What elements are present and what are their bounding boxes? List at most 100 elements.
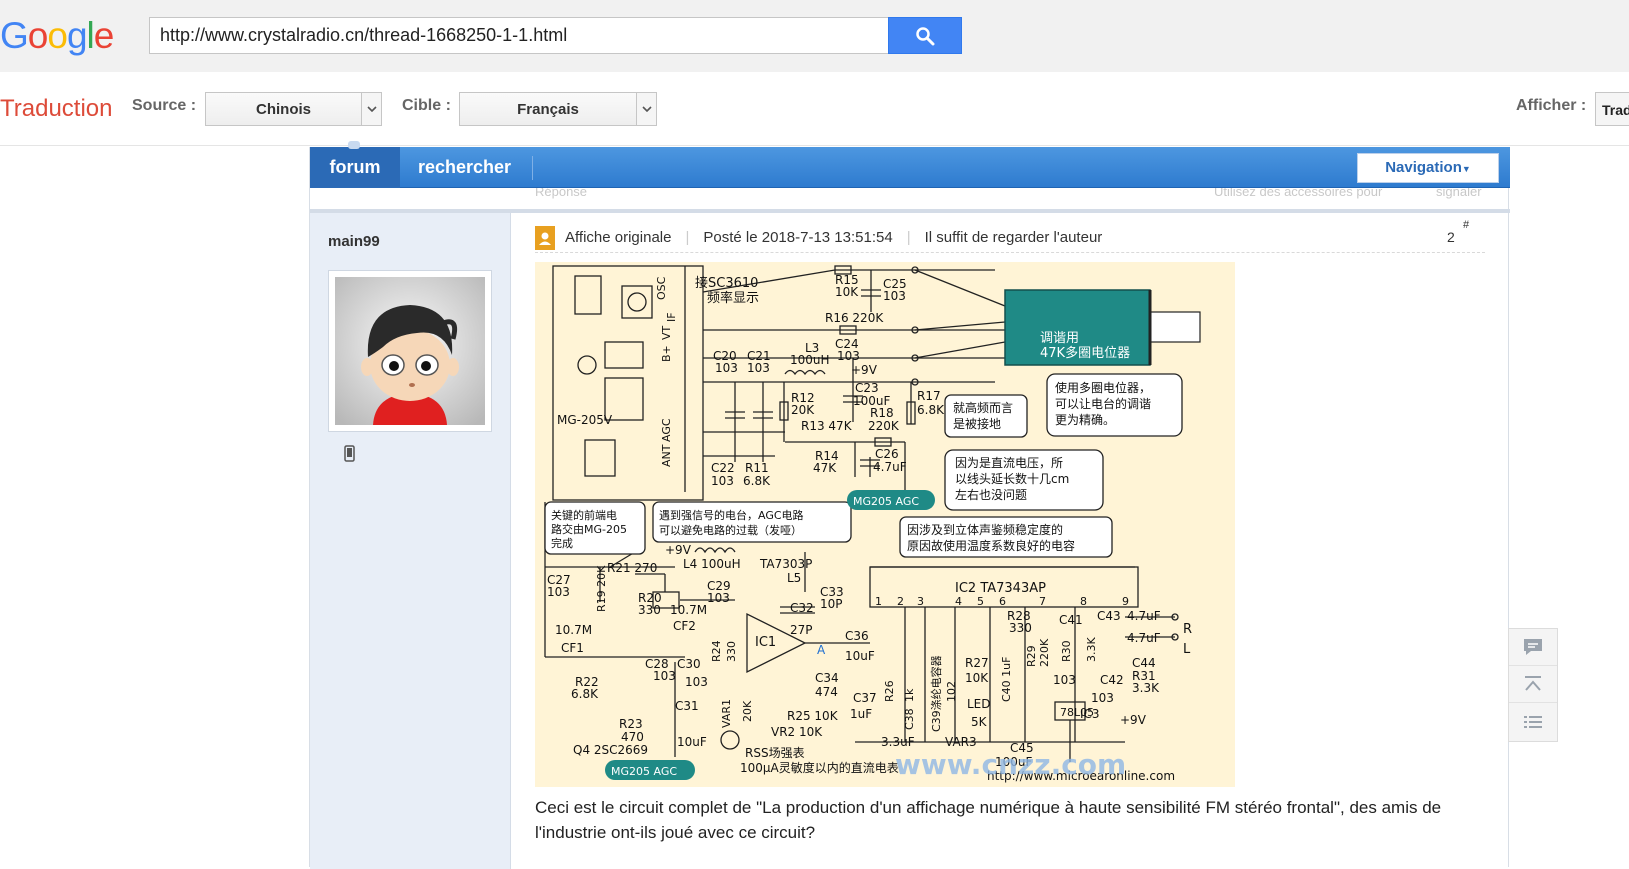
svg-text:R22: R22 bbox=[575, 675, 599, 689]
svg-text:103: 103 bbox=[1053, 673, 1076, 687]
svg-text:CF2: CF2 bbox=[673, 619, 696, 633]
logo-letter-g2: g bbox=[66, 15, 88, 56]
svg-text:103: 103 bbox=[883, 289, 906, 303]
svg-text:+9V: +9V bbox=[665, 543, 692, 557]
svg-text:R21 270: R21 270 bbox=[607, 561, 657, 575]
source-select[interactable]: Chinois bbox=[205, 92, 382, 126]
svg-text:C36: C36 bbox=[845, 629, 869, 643]
svg-text:R27: R27 bbox=[965, 656, 989, 670]
svg-text:C39涤纶电容器: C39涤纶电容器 bbox=[929, 655, 943, 732]
show-translation-button[interactable]: Traduction bbox=[1595, 92, 1629, 126]
svg-text:IF: IF bbox=[665, 312, 678, 322]
nav-search[interactable]: rechercher bbox=[418, 157, 512, 177]
ghost-report[interactable]: signaler bbox=[1436, 188, 1482, 199]
floor-number[interactable]: 2 # bbox=[1447, 219, 1469, 245]
show-label: Afficher : bbox=[1516, 97, 1587, 114]
google-logo[interactable]: Google bbox=[0, 14, 114, 58]
svg-text:10.7M: 10.7M bbox=[670, 603, 707, 617]
navigation-button[interactable]: Navigation▼ bbox=[1357, 153, 1499, 183]
target-value: Français bbox=[517, 100, 579, 118]
list-icon bbox=[1524, 715, 1542, 728]
target-label: Cible : bbox=[402, 97, 451, 114]
svg-text:完成: 完成 bbox=[551, 536, 573, 550]
svg-text:R11: R11 bbox=[745, 461, 769, 475]
list-button[interactable] bbox=[1509, 703, 1557, 740]
svg-text:C24: C24 bbox=[835, 337, 859, 351]
circuit-schematic-image[interactable]: 接SC3610 频率显示 MG-205V OSC IF VT B+ AGC AN… bbox=[535, 262, 1235, 787]
search-icon bbox=[916, 26, 935, 45]
svg-text:C20: C20 bbox=[713, 349, 737, 363]
svg-text:以线头延长数十几cm: 以线头延长数十几cm bbox=[955, 471, 1069, 486]
svg-text:C29: C29 bbox=[707, 579, 731, 593]
svg-text:10P: 10P bbox=[820, 597, 843, 611]
svg-text:AGC: AGC bbox=[660, 418, 673, 442]
svg-text:47K: 47K bbox=[813, 461, 837, 475]
svg-text:100uF: 100uF bbox=[995, 755, 1033, 769]
original-post-link[interactable]: Affiche originale bbox=[565, 229, 672, 246]
forum-page: forum rechercher Navigation▼ Réponse Uti… bbox=[309, 141, 1510, 869]
circuit-drawing: 接SC3610 频率显示 MG-205V OSC IF VT B+ AGC AN… bbox=[544, 265, 1201, 783]
svg-text:C43: C43 bbox=[1097, 609, 1121, 623]
svg-text:C30: C30 bbox=[677, 657, 701, 671]
nav-divider bbox=[532, 156, 533, 180]
svg-text:L: L bbox=[1183, 642, 1191, 657]
google-bar: Google http://www.crystalradio.cn/thread… bbox=[0, 0, 1629, 72]
svg-text:10.7M: 10.7M bbox=[555, 623, 592, 637]
comment-button[interactable] bbox=[1509, 629, 1557, 666]
search-button[interactable] bbox=[888, 17, 962, 54]
previous-post-footer: Réponse Utilisez des accessoires pour si… bbox=[310, 188, 1510, 209]
svg-text:3.3K: 3.3K bbox=[1132, 681, 1160, 695]
svg-text:C41: C41 bbox=[1059, 613, 1083, 627]
svg-text:C25: C25 bbox=[883, 277, 907, 291]
svg-text:1uF: 1uF bbox=[850, 707, 872, 721]
translate-title[interactable]: Traduction bbox=[0, 95, 113, 122]
source-value: Chinois bbox=[256, 100, 311, 118]
avatar[interactable] bbox=[328, 270, 492, 432]
svg-text:就高频而言: 就高频而言 bbox=[953, 400, 1013, 415]
svg-text:103: 103 bbox=[1091, 691, 1114, 705]
svg-text:可以避免电路的过载（发哑）: 可以避免电路的过载（发哑） bbox=[659, 523, 802, 537]
translate-bar: Traduction Source : Chinois Cible : Fran… bbox=[0, 72, 1629, 146]
svg-text:L4 100uH: L4 100uH bbox=[683, 557, 741, 571]
circuit-wires bbox=[544, 265, 1179, 762]
url-input[interactable]: http://www.crystalradio.cn/thread-166825… bbox=[149, 17, 888, 54]
ghost-reply[interactable]: Réponse bbox=[535, 188, 588, 199]
svg-text:103: 103 bbox=[711, 474, 734, 488]
svg-text:6.8K: 6.8K bbox=[917, 403, 945, 417]
svg-text:VT: VT bbox=[660, 325, 673, 340]
svg-text:VAR1: VAR1 bbox=[720, 699, 733, 728]
avatar-image bbox=[335, 277, 485, 425]
circuit-labels: 接SC3610 频率显示 MG-205V OSC IF VT B+ AGC AN… bbox=[547, 273, 1192, 783]
back-to-top-button[interactable] bbox=[1509, 666, 1557, 703]
svg-text:LED: LED bbox=[967, 697, 991, 711]
post-date: Posté le 2018-7-13 13:51:54 bbox=[703, 229, 893, 246]
svg-text:C42: C42 bbox=[1100, 673, 1124, 687]
author-name[interactable]: main99 bbox=[328, 233, 380, 250]
svg-text:R26: R26 bbox=[883, 680, 896, 702]
svg-text:3.3uF: 3.3uF bbox=[881, 735, 915, 749]
svg-text:VR2 10K: VR2 10K bbox=[771, 725, 823, 739]
nav-forum[interactable]: forum bbox=[310, 141, 400, 188]
svg-text:L5: L5 bbox=[787, 571, 801, 585]
svg-text:B+: B+ bbox=[660, 345, 673, 362]
svg-text:103: 103 bbox=[685, 675, 708, 689]
post-top-border bbox=[511, 209, 1510, 213]
svg-text:C40 1uF: C40 1uF bbox=[1000, 657, 1013, 702]
svg-text:474: 474 bbox=[815, 685, 838, 699]
svg-text:Q4 2SC2669: Q4 2SC2669 bbox=[573, 743, 648, 757]
svg-text:原因故使用温度系数良好的电容: 原因故使用温度系数良好的电容 bbox=[907, 538, 1075, 553]
svg-text:因为是直流电压，所: 因为是直流电压，所 bbox=[955, 456, 1063, 470]
only-author-link[interactable]: Il suffit de regarder l'auteur bbox=[924, 229, 1103, 246]
logo-letter-l: l bbox=[86, 15, 95, 56]
svg-text:R: R bbox=[1183, 622, 1192, 637]
callout-boxes bbox=[544, 373, 1183, 558]
svg-text:4: 4 bbox=[955, 595, 962, 608]
ghost-tools[interactable]: Utilisez des accessoires pour bbox=[1214, 188, 1383, 199]
back-to-top-icon bbox=[1525, 676, 1541, 691]
svg-text:4.7uF: 4.7uF bbox=[873, 460, 907, 474]
svg-text:R29: R29 bbox=[1025, 645, 1038, 667]
target-select[interactable]: Français bbox=[459, 92, 657, 126]
svg-text:100μA灵敏度以内的直流电表: 100μA灵敏度以内的直流电表 bbox=[740, 760, 899, 775]
svg-text:10K: 10K bbox=[835, 285, 859, 299]
svg-text:R17: R17 bbox=[917, 389, 941, 403]
